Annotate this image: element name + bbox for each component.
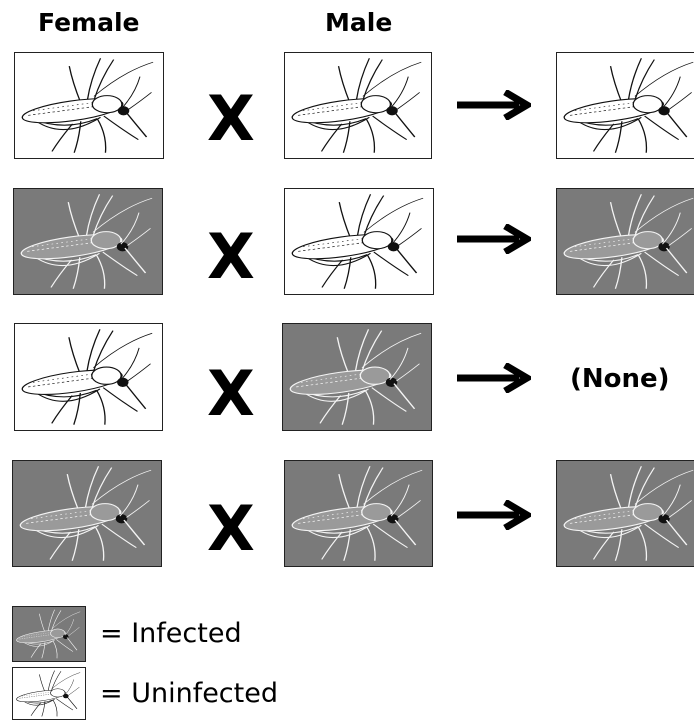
female-uninfected-mosquito: [14, 323, 163, 431]
female-column-header: Female: [38, 8, 139, 37]
male-uninfected-mosquito: [284, 188, 434, 295]
offspring-infected-mosquito: [556, 188, 694, 295]
female-uninfected-mosquito: [14, 52, 164, 159]
cross-symbol: X: [207, 498, 255, 560]
legend-uninfected-swatch: [12, 667, 86, 720]
right-arrow-icon: [455, 363, 531, 393]
female-infected-mosquito: [13, 188, 163, 295]
offspring-infected-mosquito: [556, 460, 694, 567]
cross-symbol: X: [207, 363, 255, 425]
legend-infected-swatch: [12, 606, 86, 662]
legend-infected-label: = Infected: [100, 618, 242, 649]
legend-uninfected-label: = Uninfected: [100, 678, 278, 709]
right-arrow-icon: [455, 500, 531, 530]
male-infected-mosquito: [284, 460, 433, 567]
cross-symbol: X: [207, 226, 255, 288]
male-uninfected-mosquito: [284, 52, 432, 159]
no-offspring-label: (None): [570, 364, 670, 394]
offspring-uninfected-mosquito: [556, 52, 694, 159]
female-infected-mosquito: [12, 460, 162, 567]
cross-symbol: X: [207, 88, 255, 150]
right-arrow-icon: [455, 224, 531, 254]
male-column-header: Male: [325, 8, 392, 37]
male-infected-mosquito: [282, 323, 432, 431]
right-arrow-icon: [455, 90, 531, 120]
